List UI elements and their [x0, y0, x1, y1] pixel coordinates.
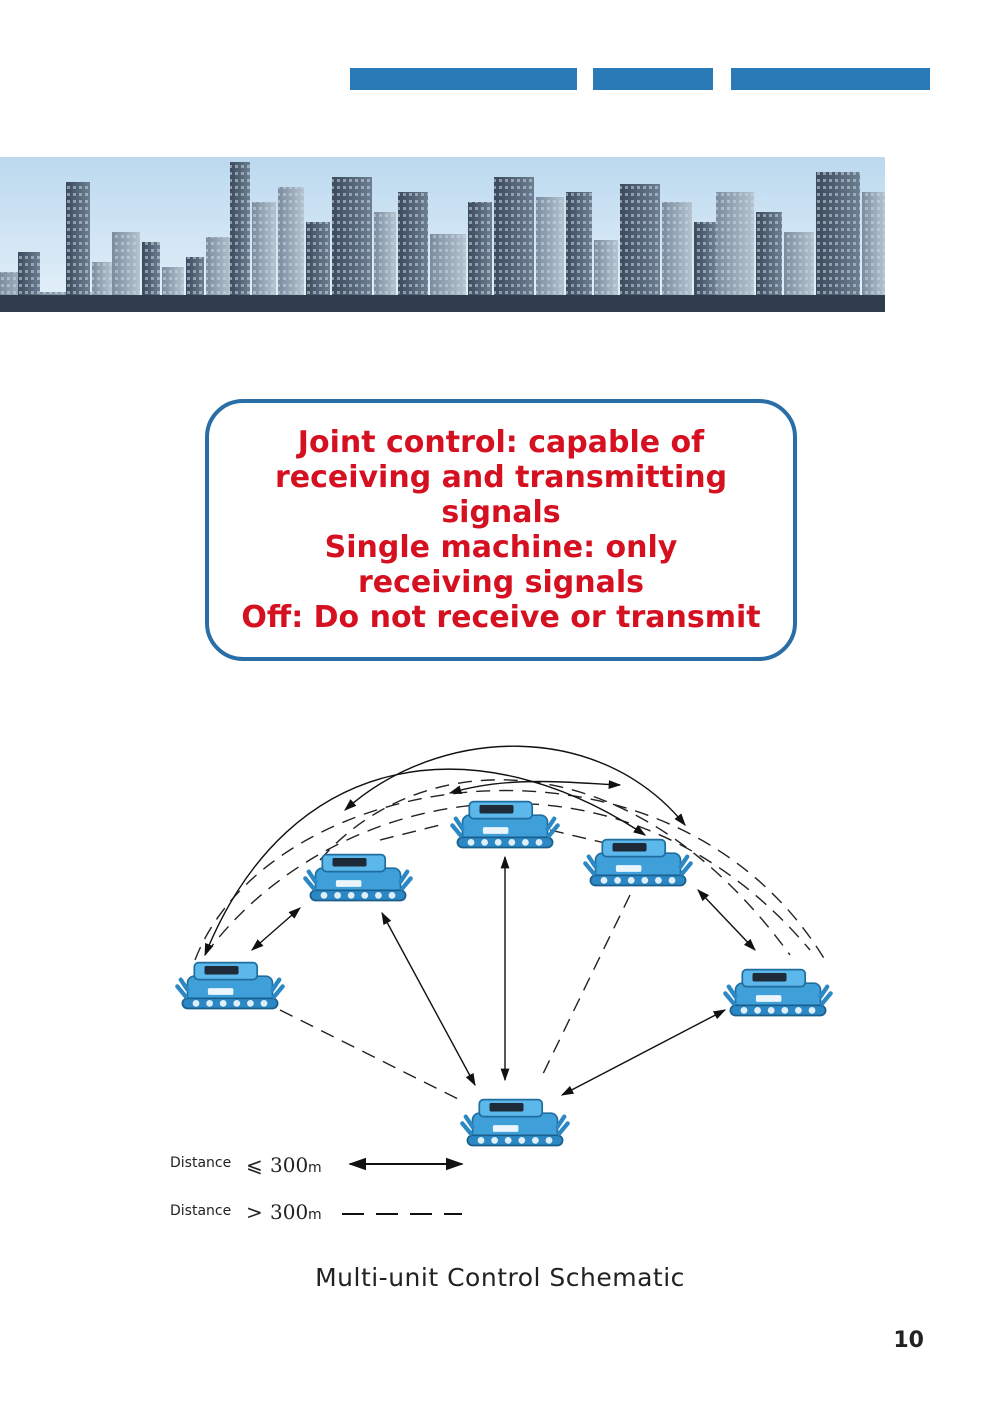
- skyline-building-windows: [252, 202, 276, 312]
- legend-beyond-label: Distance: [170, 1203, 231, 1219]
- page-number: 10: [893, 1328, 924, 1353]
- info-line-2: receiving and transmitting: [274, 460, 728, 495]
- robot-upper-right: [585, 840, 690, 886]
- diagram-caption: Multi-unit Control Schematic: [315, 1263, 685, 1292]
- skyline-building-windows: [66, 182, 90, 312]
- skyline-building-windows: [816, 172, 860, 312]
- robot-right: [725, 970, 830, 1016]
- legend-beyond-value: 300: [270, 1200, 308, 1224]
- city-skyline-banner: [0, 157, 885, 312]
- robot-upper-left: [305, 855, 410, 901]
- skyline-building-windows: [142, 242, 160, 312]
- skyline-building-windows: [862, 192, 885, 312]
- skyline-building-windows: [230, 162, 250, 312]
- robot-left: [177, 963, 282, 1009]
- skyline-building-windows: [620, 184, 660, 312]
- skyline-building-windows: [662, 202, 692, 312]
- skyline-building-windows: [694, 222, 716, 312]
- skyline-building-windows: [716, 192, 754, 312]
- info-line-1: Joint control: capable of: [297, 425, 705, 460]
- solid-links: [204, 745, 756, 1096]
- robot-top-center: [452, 802, 557, 848]
- skyline-building-windows: [332, 177, 372, 312]
- robot-bottom-center: [462, 1100, 567, 1146]
- info-line-5: receiving signals: [357, 565, 645, 600]
- legend-within-label: Distance: [170, 1155, 231, 1171]
- skyline-building-windows: [494, 177, 534, 312]
- skyline-building-windows: [468, 202, 492, 312]
- legend-within-value: 300: [270, 1153, 308, 1177]
- skyline-building-windows: [536, 197, 564, 312]
- mode-info-box: Joint control: capable of receiving and …: [205, 399, 797, 661]
- info-line-6: Off: Do not receive or transmit: [241, 600, 761, 635]
- skyline-building-windows: [398, 192, 428, 312]
- header-bar-middle: [593, 68, 713, 90]
- legend-within-300m: Distance ⩽ 300 m: [170, 1153, 464, 1177]
- legend-within-unit: m: [308, 1160, 322, 1176]
- header-bar-right: [731, 68, 930, 90]
- legend-beyond-unit: m: [308, 1207, 322, 1223]
- legend-beyond-300m: Distance > 300 m: [170, 1200, 462, 1224]
- legend-beyond-symbol: >: [246, 1200, 263, 1224]
- skyline-building-windows: [566, 192, 592, 312]
- skyline-building-windows: [374, 212, 396, 312]
- legend-within-symbol: ⩽: [246, 1153, 263, 1177]
- skyline-buildings: [0, 162, 885, 312]
- skyline-waterfront: [0, 295, 885, 312]
- header-bar-left: [350, 68, 577, 90]
- multi-unit-schematic: Distance ⩽ 300 m Distance > 300 m: [170, 745, 870, 1224]
- info-line-4: Single machine: only: [324, 530, 678, 565]
- info-line-3: signals: [441, 495, 561, 530]
- skyline-building-windows: [278, 187, 304, 312]
